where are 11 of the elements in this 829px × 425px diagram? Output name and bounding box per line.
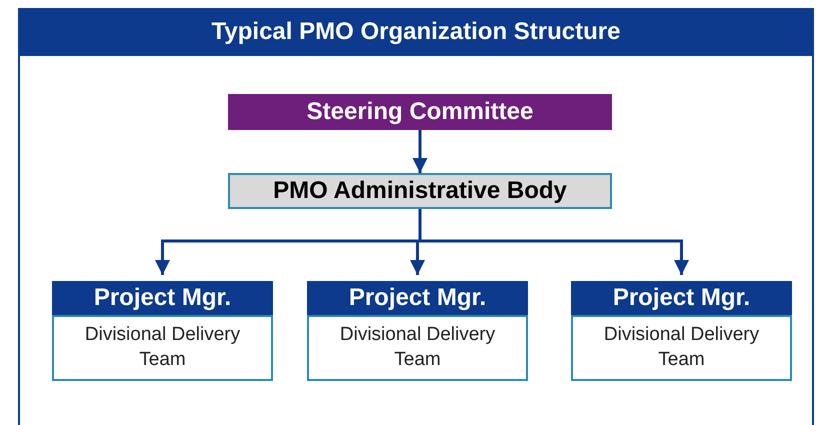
title: Typical PMO Organization Structure [212, 18, 620, 46]
committee-box: Steering Committee [228, 94, 612, 130]
role-title: Project Mgr. [307, 281, 528, 315]
body-box: PMO Administrative Body [228, 173, 612, 209]
team-box: Divisional Delivery Team [307, 315, 528, 381]
team-box: Divisional Delivery Team [52, 315, 273, 381]
connector-arrow [412, 130, 428, 173]
role-title: Project Mgr. [571, 281, 792, 315]
team-box: Divisional Delivery Team [571, 315, 792, 381]
role-title: Project Mgr. [52, 281, 273, 315]
connector-arrow [418, 209, 689, 275]
